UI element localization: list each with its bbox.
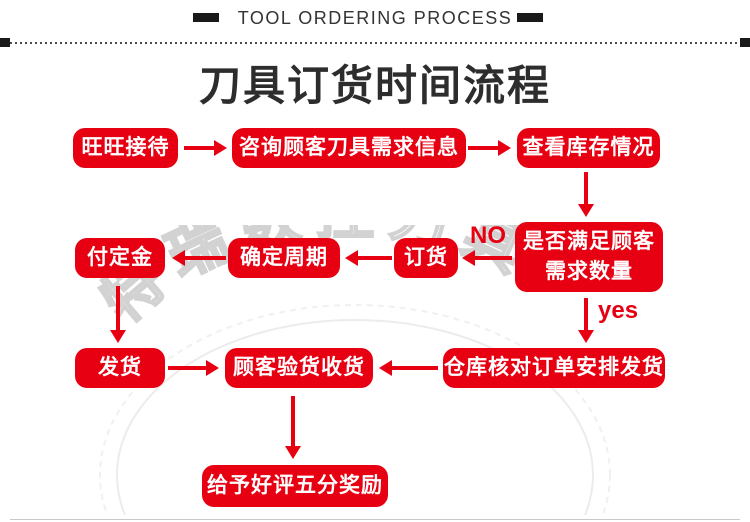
branch-label-yes: yes	[598, 297, 639, 324]
header-bar-left	[193, 13, 219, 22]
arrow-warehouse-to-inspect-icon	[392, 366, 438, 370]
flow-node-reception: 旺旺接待	[73, 128, 178, 168]
flow-node-check-stock: 查看库存情况	[517, 128, 660, 168]
flow-node-ship: 发货	[75, 348, 165, 388]
flow-node-warehouse: 仓库核对订单安排发货	[443, 348, 665, 388]
arrow-deposit-to-ship-icon	[116, 286, 120, 330]
bottom-divider	[10, 519, 740, 520]
header-title: TOOL ORDERING PROCESS	[237, 8, 513, 28]
branch-label-no: NO	[470, 222, 506, 249]
flow-node-label: 是否满足顾客	[523, 229, 655, 253]
flow-node-inspect: 顾客验货收货	[225, 348, 373, 388]
divider-endcap-left	[0, 38, 10, 47]
divider-endcap-right	[740, 38, 750, 47]
flow-node-label: 付定金	[87, 245, 153, 269]
header-bar-right	[517, 13, 543, 22]
flow-node-label: 顾客验货收货	[233, 355, 365, 379]
flow-node-label: 给予好评五分奖励	[207, 473, 383, 497]
arrow-cycle-to-deposit-icon	[185, 256, 226, 260]
flow-node-order: 订货	[394, 238, 458, 278]
arrow-stock-to-satisfy-icon	[584, 172, 588, 204]
arrow-consult-to-stock-icon	[468, 146, 498, 150]
flow-node-pay-deposit: 付定金	[75, 238, 165, 278]
flow-node-label: 订货	[404, 245, 448, 269]
page-title: 刀具订货时间流程	[198, 62, 551, 109]
flow-node-confirm-cycle: 确定周期	[228, 238, 340, 278]
dotted-divider	[0, 42, 750, 44]
flow-node-label: 旺旺接待	[81, 135, 170, 159]
flow-node-label: 仓库核对订单安排发货	[444, 355, 664, 379]
arrow-reception-to-consult-icon	[184, 146, 214, 150]
arrow-satisfy-to-order-icon	[475, 256, 512, 260]
arrow-ship-to-inspect-icon	[168, 366, 206, 370]
flow-node-praise: 给予好评五分奖励	[202, 465, 388, 507]
flow-node-label: 咨询顾客刀具需求信息	[239, 135, 459, 159]
flow-node-label: 确定周期	[240, 245, 328, 269]
flow-node-consult: 咨询顾客刀具需求信息	[232, 128, 466, 168]
flow-node-satisfy: 是否满足顾客 需求数量	[515, 222, 663, 292]
arrow-satisfy-to-warehouse-icon	[584, 298, 588, 330]
arrow-order-to-cycle-icon	[358, 256, 392, 260]
flow-node-label2: 需求数量	[545, 260, 633, 283]
flow-node-label: 发货	[98, 355, 142, 379]
arrow-inspect-to-praise-icon	[291, 396, 295, 446]
flow-node-label: 查看库存情况	[522, 135, 655, 159]
